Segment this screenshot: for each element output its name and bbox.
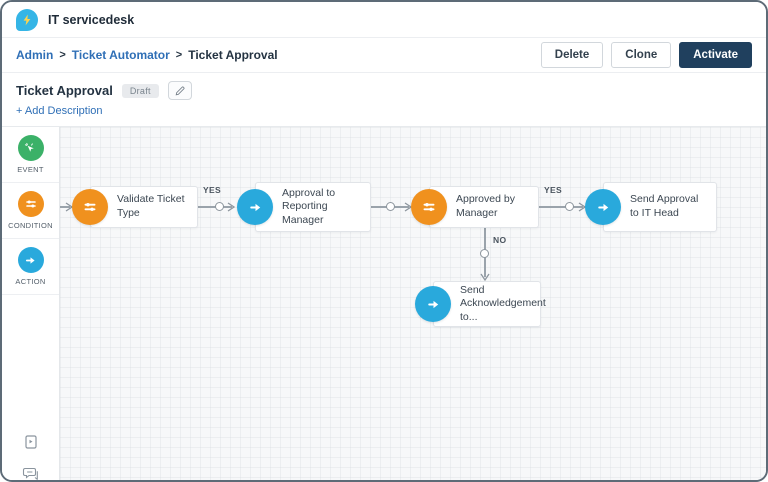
node-send-acknowledgement[interactable]: Send Acknowledgement to... xyxy=(433,281,546,327)
node-label: Validate Ticket Type xyxy=(117,193,185,219)
edge-line xyxy=(60,206,70,208)
clone-button[interactable]: Clone xyxy=(611,42,672,68)
edge-port-dot[interactable] xyxy=(386,202,395,211)
edge-label-yes: YES xyxy=(203,185,221,195)
arrowhead-down-icon xyxy=(480,273,490,281)
builder-body: EVENT CONDITION ACTION xyxy=(2,126,766,480)
toolbar-actions: Delete Clone Activate xyxy=(540,42,752,68)
edge-port-dot[interactable] xyxy=(215,202,224,211)
edge-label-no: NO xyxy=(493,235,507,245)
condition-sliders-icon[interactable] xyxy=(411,189,447,225)
edge-label-yes: YES xyxy=(544,185,562,195)
breadcrumb: Admin > Ticket Automator > Ticket Approv… xyxy=(16,48,278,62)
palette-label-condition: CONDITION xyxy=(8,221,53,230)
arrowhead-right-icon xyxy=(227,202,235,212)
edge-line xyxy=(539,206,583,208)
breadcrumb-separator: > xyxy=(59,49,66,61)
breadcrumb-current: Ticket Approval xyxy=(188,48,278,62)
breadcrumb-ticket-automator[interactable]: Ticket Automator xyxy=(71,48,170,62)
guide-book-icon[interactable] xyxy=(23,434,39,450)
lightning-logo-icon xyxy=(16,8,38,31)
add-description-link[interactable]: + Add Description xyxy=(16,105,103,117)
pencil-icon xyxy=(175,85,185,95)
action-arrow-icon xyxy=(17,247,44,273)
workflow-canvas[interactable]: YES YES NO xyxy=(60,127,766,480)
edge-port-dot[interactable] xyxy=(480,249,489,258)
node-palette: EVENT CONDITION ACTION xyxy=(2,127,60,480)
palette-item-event[interactable]: EVENT xyxy=(2,127,59,183)
node-validate-ticket-type[interactable]: Validate Ticket Type xyxy=(90,186,198,228)
palette-label-event: EVENT xyxy=(17,165,44,174)
status-badge: Draft xyxy=(121,83,159,98)
palette-label-action: ACTION xyxy=(15,277,46,286)
breadcrumb-bar: Admin > Ticket Automator > Ticket Approv… xyxy=(2,38,766,73)
action-arrow-icon[interactable] xyxy=(415,286,451,322)
node-send-approval-to-it-head[interactable]: Send Approval to IT Head xyxy=(603,182,717,232)
top-bar: IT servicedesk xyxy=(2,2,766,38)
node-label: Send Acknowledgement to... xyxy=(460,283,546,323)
flow-header: Ticket Approval Draft + Add Description xyxy=(2,73,766,126)
feedback-chat-icon[interactable] xyxy=(22,466,40,480)
node-label: Send Approval to IT Head xyxy=(630,193,699,219)
condition-sliders-icon[interactable] xyxy=(72,189,108,225)
palette-item-condition[interactable]: CONDITION xyxy=(2,183,59,239)
palette-item-action[interactable]: ACTION xyxy=(2,239,59,295)
app-title: IT servicedesk xyxy=(48,12,135,27)
breadcrumb-separator: > xyxy=(175,49,183,61)
condition-sliders-icon xyxy=(17,191,44,217)
node-label: Approved by Manager xyxy=(456,193,515,219)
node-label: Approval to Reporting Manager xyxy=(282,186,336,226)
breadcrumb-admin[interactable]: Admin xyxy=(16,48,54,62)
delete-button[interactable]: Delete xyxy=(540,42,604,68)
edge-port-dot[interactable] xyxy=(565,202,574,211)
action-arrow-icon[interactable] xyxy=(237,189,273,225)
activate-button[interactable]: Activate xyxy=(679,42,752,68)
event-spark-icon xyxy=(17,135,44,161)
action-arrow-icon[interactable] xyxy=(585,189,621,225)
node-approved-by-manager[interactable]: Approved by Manager xyxy=(429,186,539,228)
edit-title-button[interactable] xyxy=(167,81,192,100)
palette-footer xyxy=(2,434,59,480)
flow-title: Ticket Approval xyxy=(16,83,113,98)
